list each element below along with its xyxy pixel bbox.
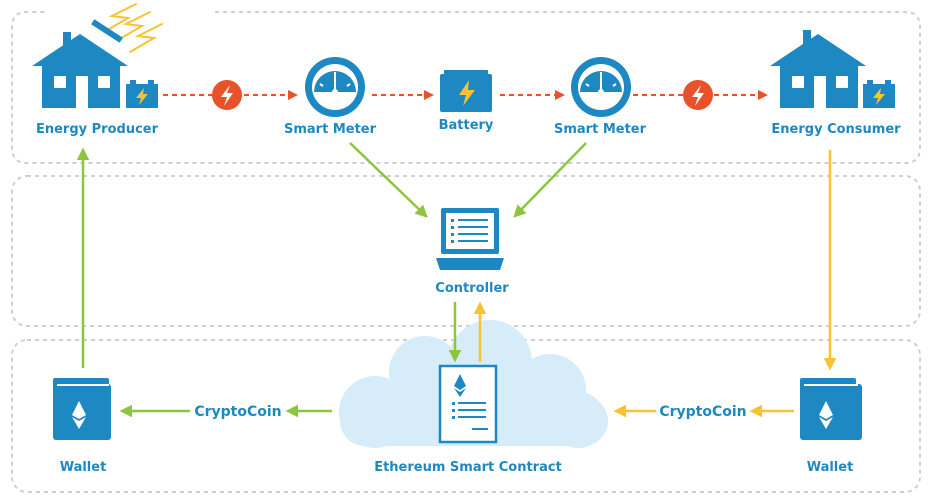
battery-icon [863, 80, 895, 108]
sun-rays-icon [103, 3, 163, 53]
label-wallet-right: Wallet [807, 460, 854, 475]
label-smart-contract: Ethereum Smart Contract [374, 460, 562, 475]
data-flow-arrow [349, 142, 428, 218]
label-smart-meter-left: Smart Meter [284, 122, 377, 137]
label-cryptocoin-right: CryptoCoin [659, 404, 746, 420]
gauge-icon [571, 57, 631, 117]
gauge-icon [305, 57, 365, 117]
label-energy-consumer: Energy Consumer [771, 122, 901, 137]
label-wallet-left: Wallet [60, 460, 107, 475]
label-cryptocoin-left: CryptoCoin [194, 404, 281, 420]
label-controller: Controller [435, 281, 509, 296]
panel-payment-layer [11, 339, 921, 493]
ethereum-document-icon [438, 364, 498, 444]
ethereum-wallet-icon [53, 378, 111, 440]
label-energy-producer: Energy Producer [36, 122, 159, 137]
data-flow-arrow [513, 142, 587, 218]
laptop-icon [436, 208, 504, 270]
battery-icon [440, 70, 492, 112]
battery-icon [126, 80, 158, 108]
solar-house-icon [32, 19, 128, 108]
panel-control-layer [11, 175, 921, 327]
panel-energy-layer [11, 11, 921, 164]
lightning-bolt-icon [683, 80, 713, 110]
house-icon [770, 30, 866, 108]
label-battery: Battery [439, 118, 494, 133]
ethereum-wallet-icon [800, 378, 862, 440]
lightning-bolt-icon [212, 80, 242, 110]
label-smart-meter-right: Smart Meter [554, 122, 647, 137]
